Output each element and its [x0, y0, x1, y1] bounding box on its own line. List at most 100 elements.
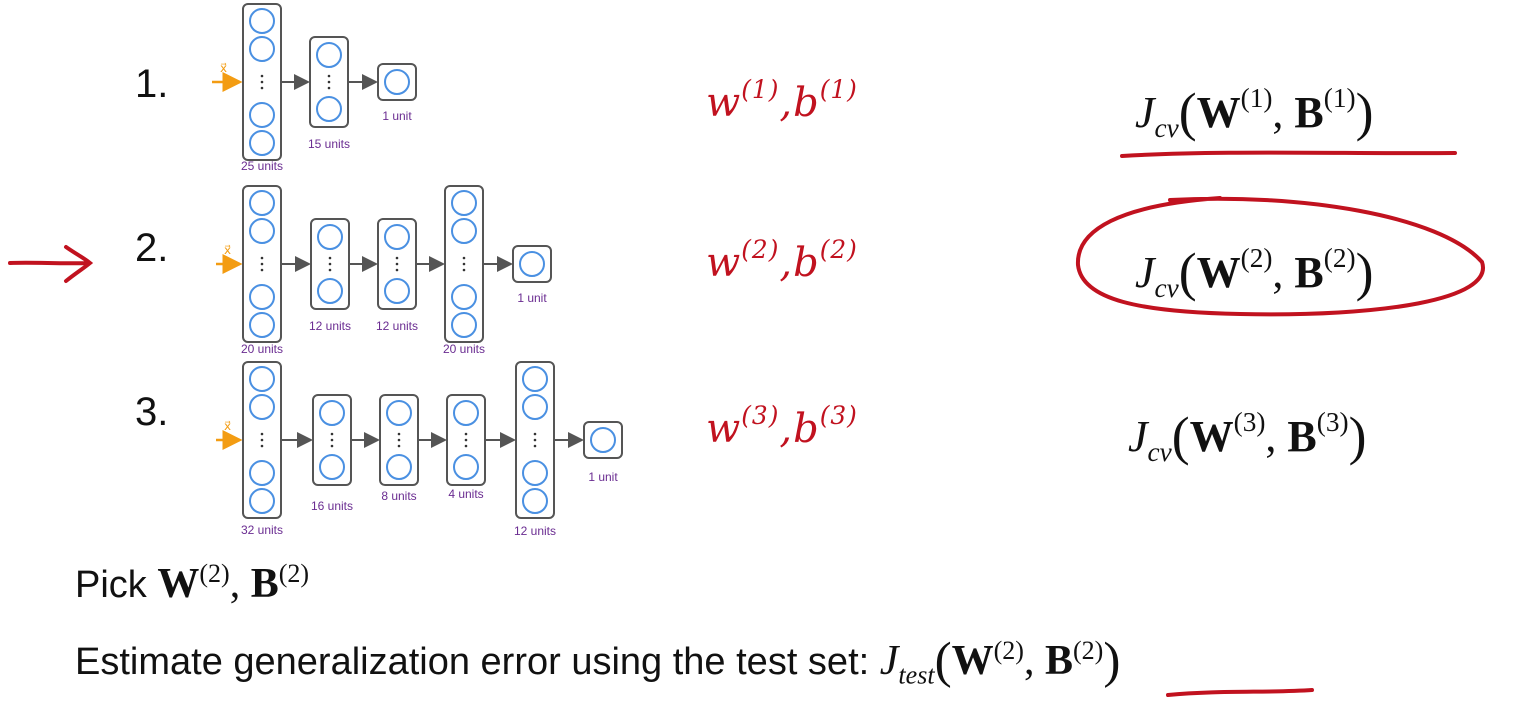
neuron [453, 454, 479, 480]
layer-unit-label: 20 units [241, 342, 283, 356]
ellipsis-dot [260, 256, 264, 260]
neuron [316, 96, 342, 122]
ellipsis-dot [397, 444, 401, 448]
neuron [522, 394, 548, 420]
ellipsis-dot [260, 438, 264, 442]
ellipsis-dot [462, 262, 466, 266]
neuron [249, 312, 275, 338]
layer-unit-label: 1 unit [517, 291, 547, 305]
neuron [249, 130, 275, 156]
neuron [384, 224, 410, 250]
ellipsis-dot [397, 438, 401, 442]
neuron [386, 400, 412, 426]
layer-unit-label: 4 units [448, 487, 483, 501]
input-label: x⃗ [220, 61, 227, 75]
neuron [249, 394, 275, 420]
neuron [519, 251, 545, 277]
neuron [590, 427, 616, 453]
neuron [451, 284, 477, 310]
underline-test [1166, 688, 1314, 697]
neuron [249, 218, 275, 244]
ellipsis-dot [330, 432, 334, 436]
layer-unit-label: 1 unit [588, 470, 618, 484]
neuron [249, 488, 275, 514]
ellipsis-dot [395, 262, 399, 266]
cost-model-2: Jcv(W(2), B(2)) [1135, 242, 1374, 303]
neuron [249, 8, 275, 34]
neuron [522, 488, 548, 514]
neuron [451, 190, 477, 216]
layer-unit-label: 12 units [376, 319, 418, 333]
cost-model-3: Jcv(W(3), B(3)) [1128, 406, 1367, 467]
ellipsis-dot [260, 444, 264, 448]
layer-unit-label: 32 units [241, 523, 283, 537]
circle-model-2 [1075, 196, 1485, 317]
params-model-3: w(3),b(3) [706, 400, 858, 452]
neuron [249, 460, 275, 486]
ellipsis-dot [327, 80, 331, 84]
underline-model-1 [1120, 150, 1457, 158]
ellipsis-dot [260, 86, 264, 90]
input-label: x⃗ [224, 419, 231, 433]
ellipsis-dot [330, 444, 334, 448]
ellipsis-dot [462, 268, 466, 272]
neuron [451, 312, 477, 338]
params-model-2: w(2),b(2) [706, 234, 858, 286]
neuron [384, 278, 410, 304]
ellipsis-dot [260, 74, 264, 78]
ellipsis-dot [328, 256, 332, 260]
ellipsis-dot [462, 256, 466, 260]
neuron [317, 224, 343, 250]
neuron [453, 400, 479, 426]
neuron [249, 36, 275, 62]
ellipsis-dot [397, 432, 401, 436]
neuron [317, 278, 343, 304]
ellipsis-dot [260, 80, 264, 84]
neuron [249, 190, 275, 216]
layer-unit-label: 12 units [514, 524, 556, 538]
cost-model-1: Jcv(W(1), B(1)) [1135, 82, 1374, 143]
model-number-3: 3. [135, 390, 169, 434]
layer-unit-label: 25 units [241, 159, 283, 173]
ellipsis-dot [533, 432, 537, 436]
neuron [384, 69, 410, 95]
ellipsis-dot [464, 432, 468, 436]
ellipsis-dot [260, 262, 264, 266]
ellipsis-dot [395, 256, 399, 260]
layer-unit-label: 8 units [381, 489, 416, 503]
ellipsis-dot [327, 86, 331, 90]
ellipsis-dot [260, 268, 264, 272]
input-label: x⃗ [224, 243, 231, 257]
model-number-1: 1. [135, 62, 169, 106]
neuron [386, 454, 412, 480]
neuron [249, 102, 275, 128]
layer-unit-label: 15 units [308, 137, 350, 151]
layer-unit-label: 20 units [443, 342, 485, 356]
neuron [319, 454, 345, 480]
ellipsis-dot [533, 438, 537, 442]
estimate-statement: Estimate generalization error using the … [75, 632, 1121, 690]
ellipsis-dot [533, 444, 537, 448]
params-model-1: w(1),b(1) [706, 74, 858, 126]
selection-arrow-icon [8, 245, 94, 283]
neuron [319, 400, 345, 426]
neuron [316, 42, 342, 68]
layer-unit-label: 12 units [309, 319, 351, 333]
pick-statement: Pick W(2), B(2) [75, 559, 310, 607]
neuron [249, 284, 275, 310]
neuron [451, 218, 477, 244]
neuron [249, 366, 275, 392]
ellipsis-dot [327, 74, 331, 78]
ellipsis-dot [464, 444, 468, 448]
layer-unit-label: 16 units [311, 499, 353, 513]
layer-unit-label: 1 unit [382, 109, 412, 123]
neuron [522, 366, 548, 392]
ellipsis-dot [330, 438, 334, 442]
ellipsis-dot [328, 262, 332, 266]
model-number-2: 2. [135, 226, 169, 270]
ellipsis-dot [328, 268, 332, 272]
ellipsis-dot [260, 432, 264, 436]
ellipsis-dot [395, 268, 399, 272]
ellipsis-dot [464, 438, 468, 442]
